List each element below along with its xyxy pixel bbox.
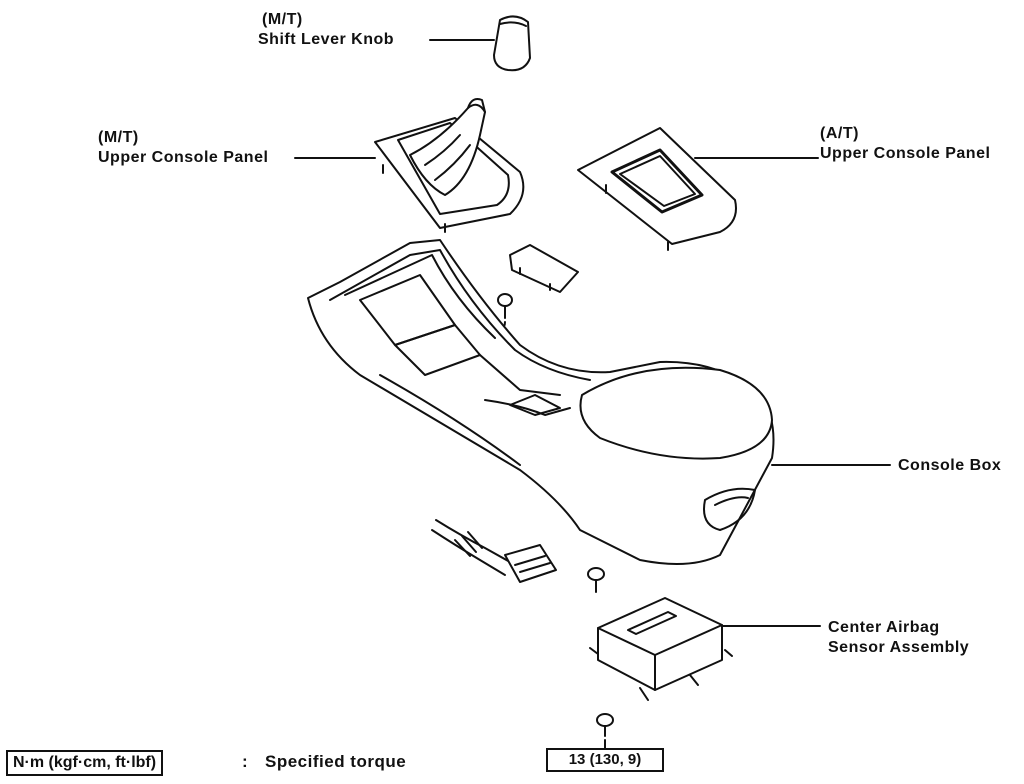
label-airbag-line1: Center Airbag [828,619,940,636]
label-mt-panel-line1: (M/T) [98,129,139,146]
wire-harness-drawing [431,519,557,583]
console-body-drawing [307,239,891,565]
label-center-airbag-sensor: Center Airbag Sensor Assembly [828,618,969,658]
label-console-box: Console Box [898,456,1001,476]
label-airbag-line2: Sensor Assembly [828,639,970,656]
label-shift-lever-knob-line1: (M/T) [262,11,303,28]
torque-value-text: 13 (130, 9) [568,751,642,768]
screw-middle-drawing [587,567,605,593]
legend-specified-torque: Specified torque [265,752,407,771]
legend-unit-text: N·m (kgf·cm, ft·lbf) [13,754,157,771]
torque-value-box: 13 (130, 9) [546,748,664,772]
airbag-sensor-drawing [589,597,821,701]
label-at-upper-console-panel: (A/T) Upper Console Panel [820,124,990,164]
label-shift-lever-knob-line2: Shift Lever Knob [258,31,395,48]
label-at-panel-line1: (A/T) [820,125,859,142]
label-mt-panel-line2: Upper Console Panel [98,149,269,166]
legend-unit-box: N·m (kgf·cm, ft·lbf) [6,750,164,776]
at-upper-console-panel-drawing [577,127,819,251]
screw-bottom-drawing [596,713,614,749]
legend-separator: : [242,752,249,771]
small-cover-plate-drawing [509,244,579,293]
label-shift-lever-knob: (M/T) Shift Lever Knob [258,10,394,50]
label-at-panel-line2: Upper Console Panel [820,145,991,162]
label-mt-upper-console-panel: (M/T) Upper Console Panel [98,128,268,168]
label-console-box-text: Console Box [898,457,1002,474]
mt-upper-console-panel-drawing [294,98,525,233]
shift-lever-knob-drawing [429,15,531,72]
